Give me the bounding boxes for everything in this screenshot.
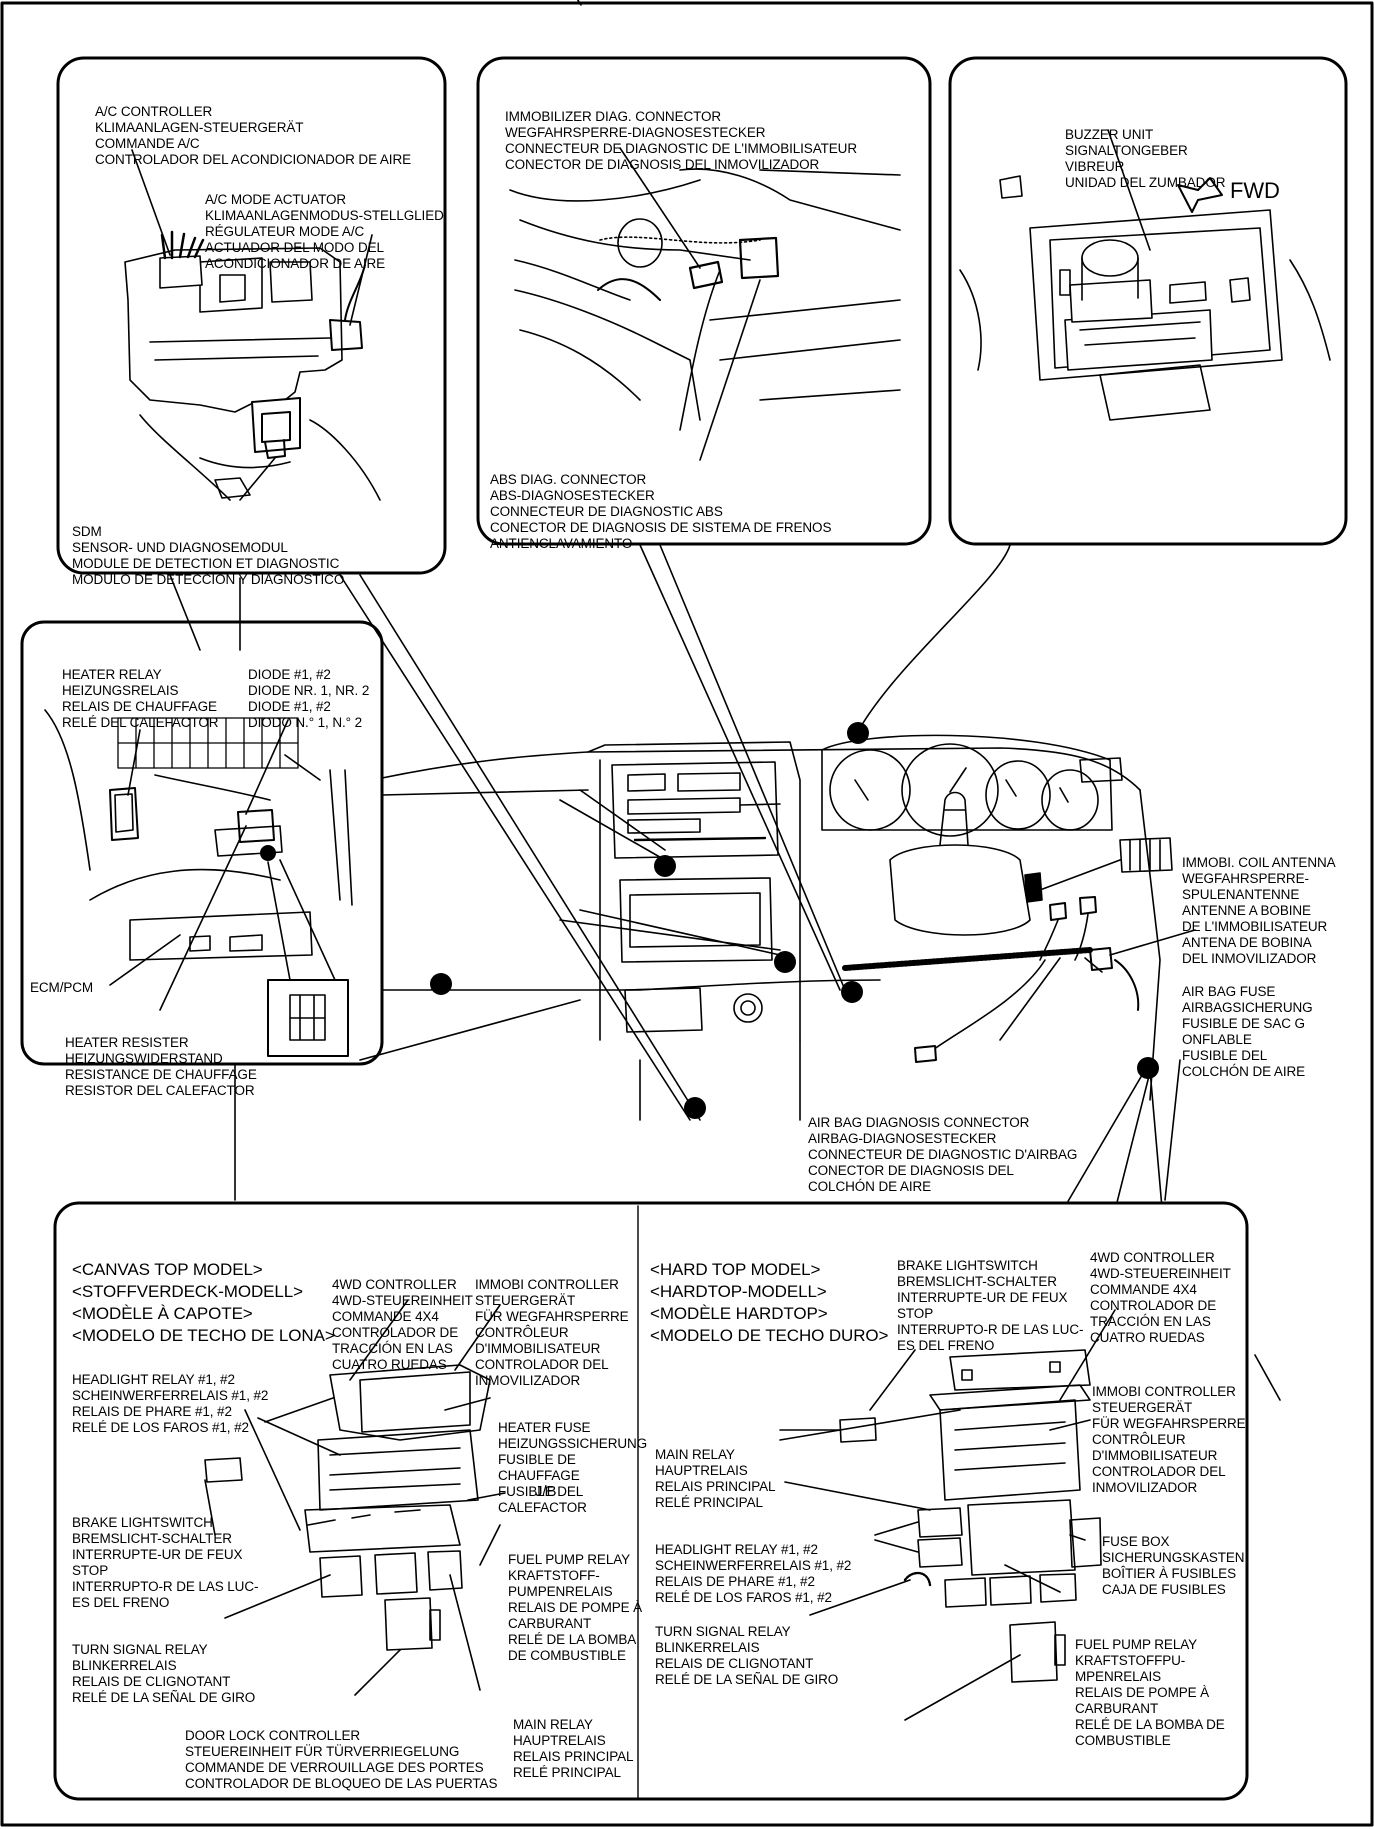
fuse-grid xyxy=(117,717,299,769)
panel-buzzer xyxy=(948,56,1348,546)
fwd-arrow-icon xyxy=(1177,177,1223,213)
heading-hard-top-model: <HARD TOP MODEL><HARDTOP-MODELL><MODÈLE … xyxy=(650,1260,889,1345)
panel-heater xyxy=(20,620,384,1066)
diode-inset xyxy=(267,979,349,1057)
label-fwd: FWD xyxy=(1230,178,1280,203)
label-ecm-pcm: ECM/PCM xyxy=(30,980,94,995)
panel-ac-controller xyxy=(56,56,447,575)
dashboard-drawing xyxy=(169,544,1196,1301)
callout-dots xyxy=(260,722,1159,1119)
top-header-fragment: ( xyxy=(575,0,582,5)
panel-relay-boxes xyxy=(53,1201,1281,1801)
label-ct-jb: J/B xyxy=(535,1483,557,1500)
panel-diag-connectors xyxy=(476,56,932,546)
heading-canvas-top-model: <CANVAS TOP MODEL><STOFFVERDECK-MODELL><… xyxy=(72,1260,335,1345)
